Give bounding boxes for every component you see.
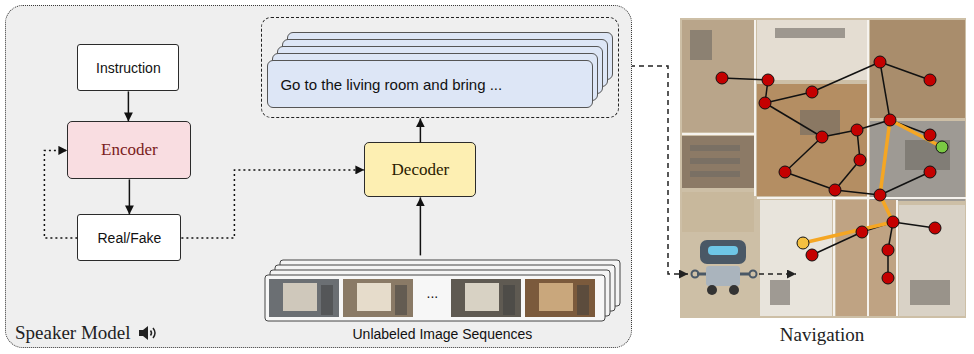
floor-plan-map [680, 18, 966, 318]
box-label: Encoder [101, 140, 158, 160]
panel-heading-wrap: Speaker Model [15, 322, 159, 344]
generated-instructions: Go to the living room and bring ... [261, 17, 619, 118]
speaker-icon [137, 324, 159, 342]
robot-icon [692, 240, 757, 295]
flow-arrow [129, 179, 131, 214]
instruction-text: Go to the living room and bring ... [280, 76, 502, 93]
text-holder: Unlabeled Image Sequences [261, 325, 623, 343]
instruction-card: Go to the living room and bring ... [267, 60, 593, 108]
decoder-box: Decoder [364, 142, 476, 197]
box-label: Instruction [96, 60, 161, 76]
box-label: Decoder [392, 160, 450, 180]
label-holder: Navigation [742, 324, 902, 346]
flow-arrow [420, 197, 422, 255]
stack-heading: Unlabeled Image Sequences [352, 326, 532, 342]
ellipsis-text: ... [427, 285, 439, 301]
flow-arrow [420, 118, 422, 142]
box-label: Real/Fake [97, 230, 161, 246]
dashed-pointer [621, 66, 796, 274]
input-box: Instruction [77, 44, 179, 91]
speaker-model-panel: Speaker Model InstructionEncoderReal/Fake… [5, 5, 632, 348]
section-label: Navigation [780, 324, 864, 345]
output-box: Real/Fake [77, 214, 181, 261]
text-holder: ... [417, 284, 447, 302]
encoder-box: Encoder [67, 121, 191, 179]
panel-heading: Speaker Model [15, 322, 131, 344]
image-sequence-stack: Unlabeled Image Sequences... [261, 255, 623, 343]
flow-arrow [128, 91, 130, 121]
